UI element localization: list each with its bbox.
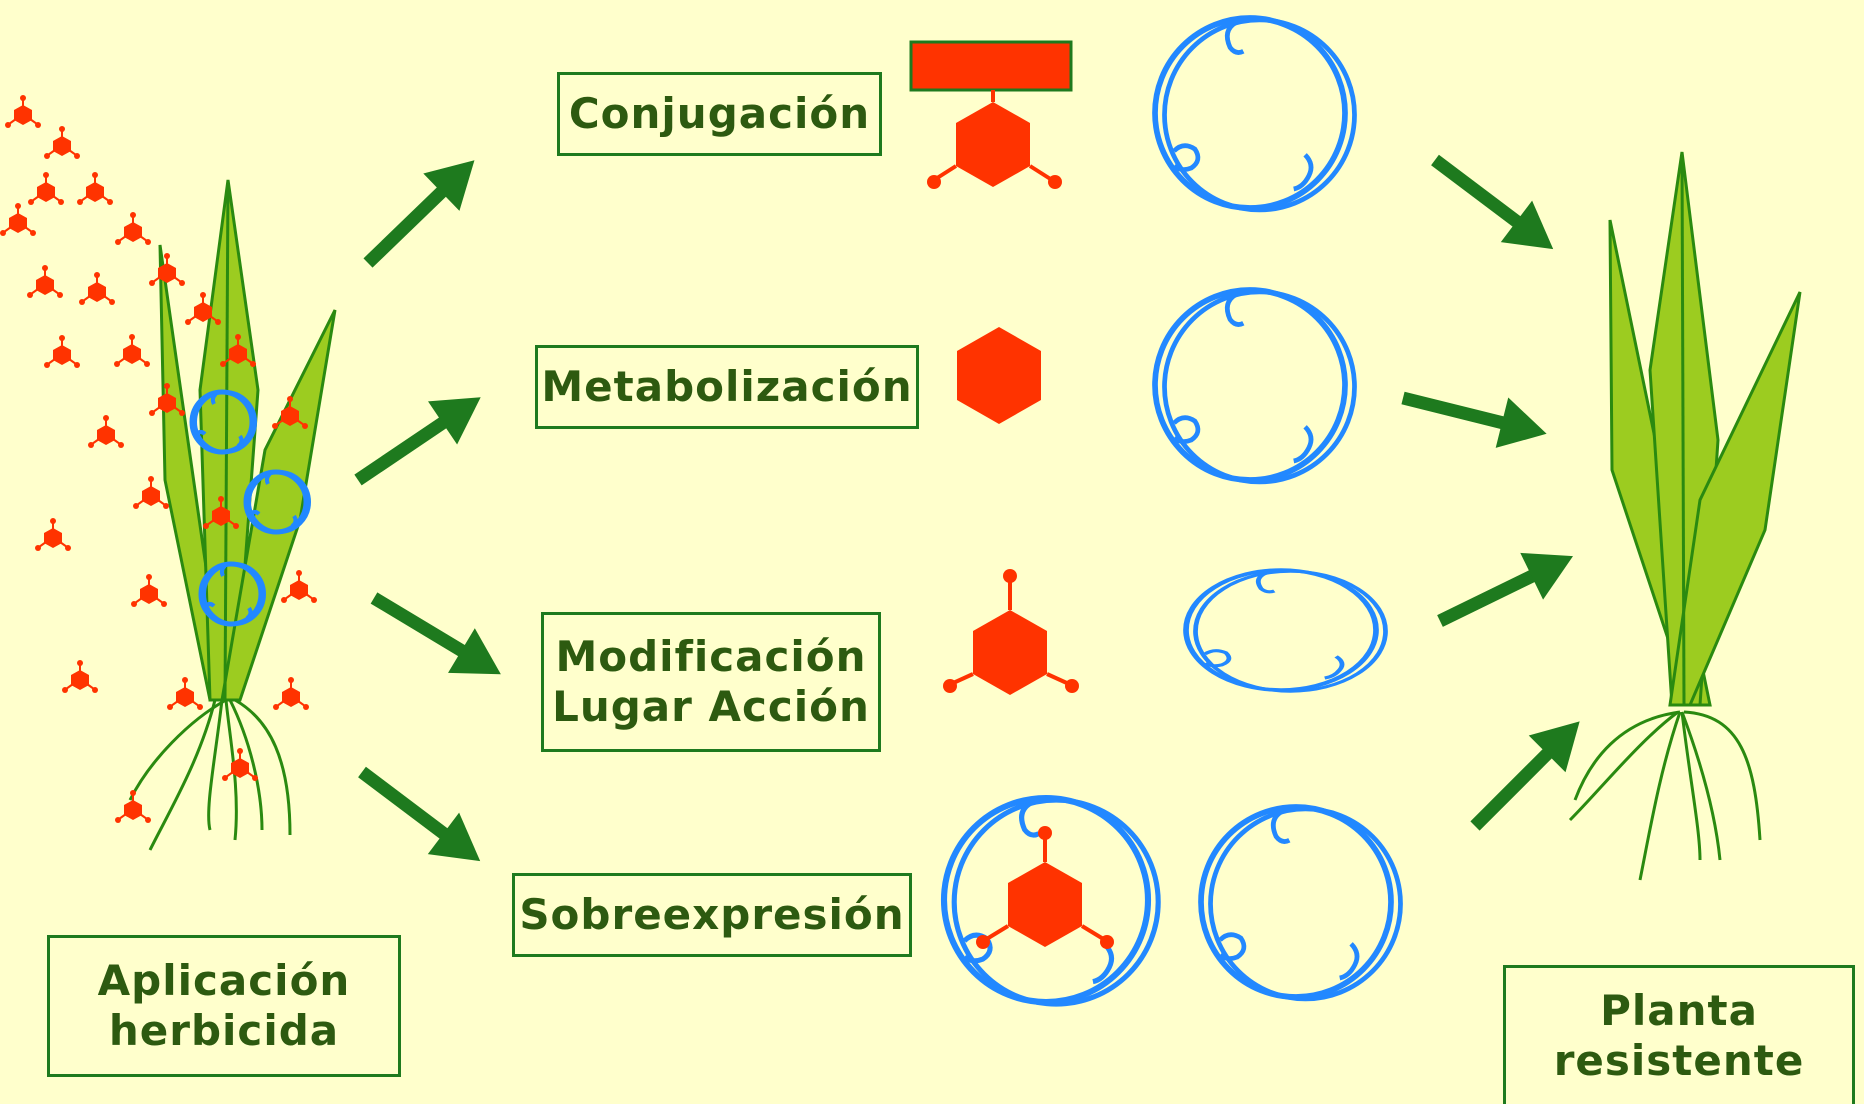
resistant-plant-line-1: Planta — [1600, 985, 1758, 1035]
resistant-plant-line-2: resistente — [1553, 1036, 1805, 1085]
modified-target-cell-icon — [1186, 570, 1386, 691]
target-cell-icon — [1155, 290, 1355, 482]
site-modification-line-2: Lugar Acción — [552, 682, 870, 731]
arrow-icon — [1397, 373, 1553, 459]
arrow-icon — [1429, 533, 1585, 645]
herbicide-molecule-icon — [943, 569, 1079, 695]
conjugation-label: Conjugación — [557, 72, 882, 156]
overexpression-label: Sobreexpresión — [512, 873, 912, 957]
conjugated-herbicide-icon — [909, 40, 1073, 189]
metabolized-herbicide-icon — [957, 327, 1041, 424]
arrow-icon — [1457, 703, 1598, 844]
application-line-2: herbicida — [108, 1006, 340, 1055]
target-cell-icon — [1201, 807, 1401, 999]
arrow-icon — [343, 376, 495, 502]
arrow-icon — [361, 576, 515, 697]
application-label: Aplicación herbicida — [47, 935, 401, 1077]
arrow-icon — [346, 751, 495, 882]
application-line-1: Aplicación — [97, 955, 351, 1005]
target-cell-icon — [1155, 18, 1355, 210]
site-modification-label: Modificación Lugar Acción — [541, 612, 881, 752]
resistant-plant-icon — [1568, 151, 1802, 881]
metabolization-label: Metabolización — [535, 345, 919, 429]
herbicide-molecule-icon — [976, 826, 1114, 949]
arrow-icon — [1419, 139, 1568, 270]
site-modification-line-1: Modificación — [555, 631, 867, 681]
arrow-icon — [350, 141, 493, 281]
resistant-plant-label: Planta resistente — [1503, 965, 1855, 1104]
